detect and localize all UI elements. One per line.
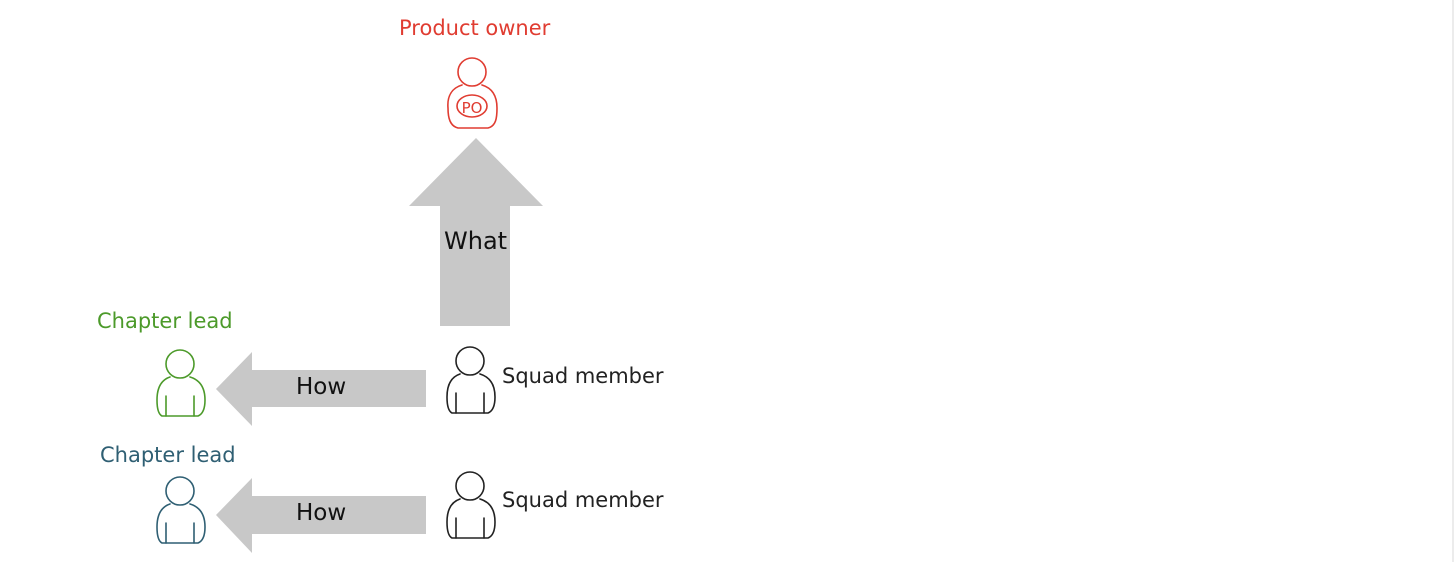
chapter-lead-1-title: Chapter lead [97, 309, 233, 333]
product-owner-title: Product owner [399, 16, 551, 40]
squad-member-2-title: Squad member [502, 488, 664, 512]
how-arrow-1-label: How [296, 374, 347, 400]
squad-member-2-person-icon [446, 471, 496, 539]
what-arrow-label: What [444, 227, 508, 255]
po-badge: PO [462, 99, 483, 117]
chapter-lead-2-person-icon [156, 476, 206, 544]
squad-member-1-title: Squad member [502, 364, 664, 388]
chapter-lead-1-person-icon [156, 349, 206, 417]
how-arrow-2-label: How [296, 500, 347, 526]
product-owner-person-icon [447, 57, 498, 129]
squad-member-1-person-icon [446, 346, 496, 414]
chapter-lead-2-title: Chapter lead [100, 443, 236, 467]
how-arrow-2 [216, 478, 426, 553]
what-arrow [409, 138, 543, 326]
how-arrow-1 [216, 352, 426, 426]
